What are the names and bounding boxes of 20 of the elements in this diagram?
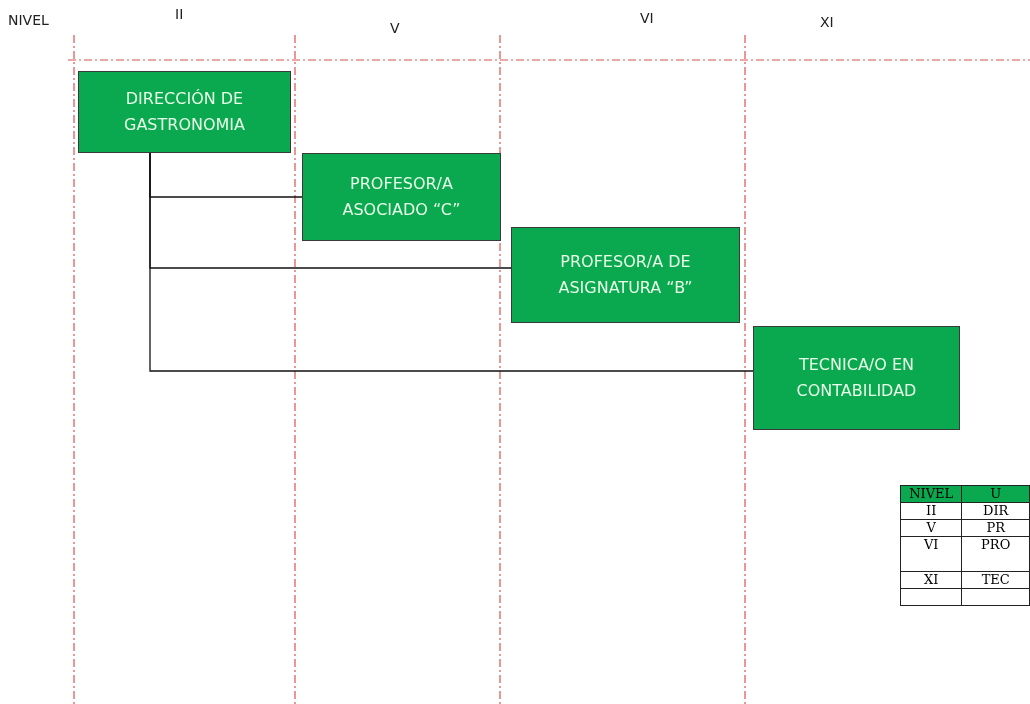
level-label: V xyxy=(390,20,400,36)
position-box: PROFESOR/A ASOCIADO “C” xyxy=(302,153,501,241)
table-cell: II xyxy=(900,502,962,520)
position-box: TECNICA/O EN CONTABILIDAD xyxy=(753,326,960,430)
level-label: II xyxy=(175,6,184,22)
connector-line xyxy=(149,152,754,372)
table-cell: XI xyxy=(900,571,962,589)
table-header: U xyxy=(961,485,1030,503)
table-cell: TEC xyxy=(961,571,1030,589)
table-cell: V xyxy=(900,519,962,537)
level-label: XI xyxy=(820,14,834,30)
position-box: PROFESOR/A DE ASIGNATURA “B” xyxy=(511,227,740,323)
level-label: VI xyxy=(640,10,654,26)
table-cell: PR xyxy=(961,519,1030,537)
level-label: NIVEL xyxy=(8,12,49,28)
table-cell: DIR xyxy=(961,502,1030,520)
table-header: NIVEL xyxy=(900,485,962,503)
table-cell: VI xyxy=(900,536,962,572)
position-box: DIRECCIÓN DE GASTRONOMIA xyxy=(78,71,291,153)
table-cell: PRO xyxy=(961,536,1030,572)
